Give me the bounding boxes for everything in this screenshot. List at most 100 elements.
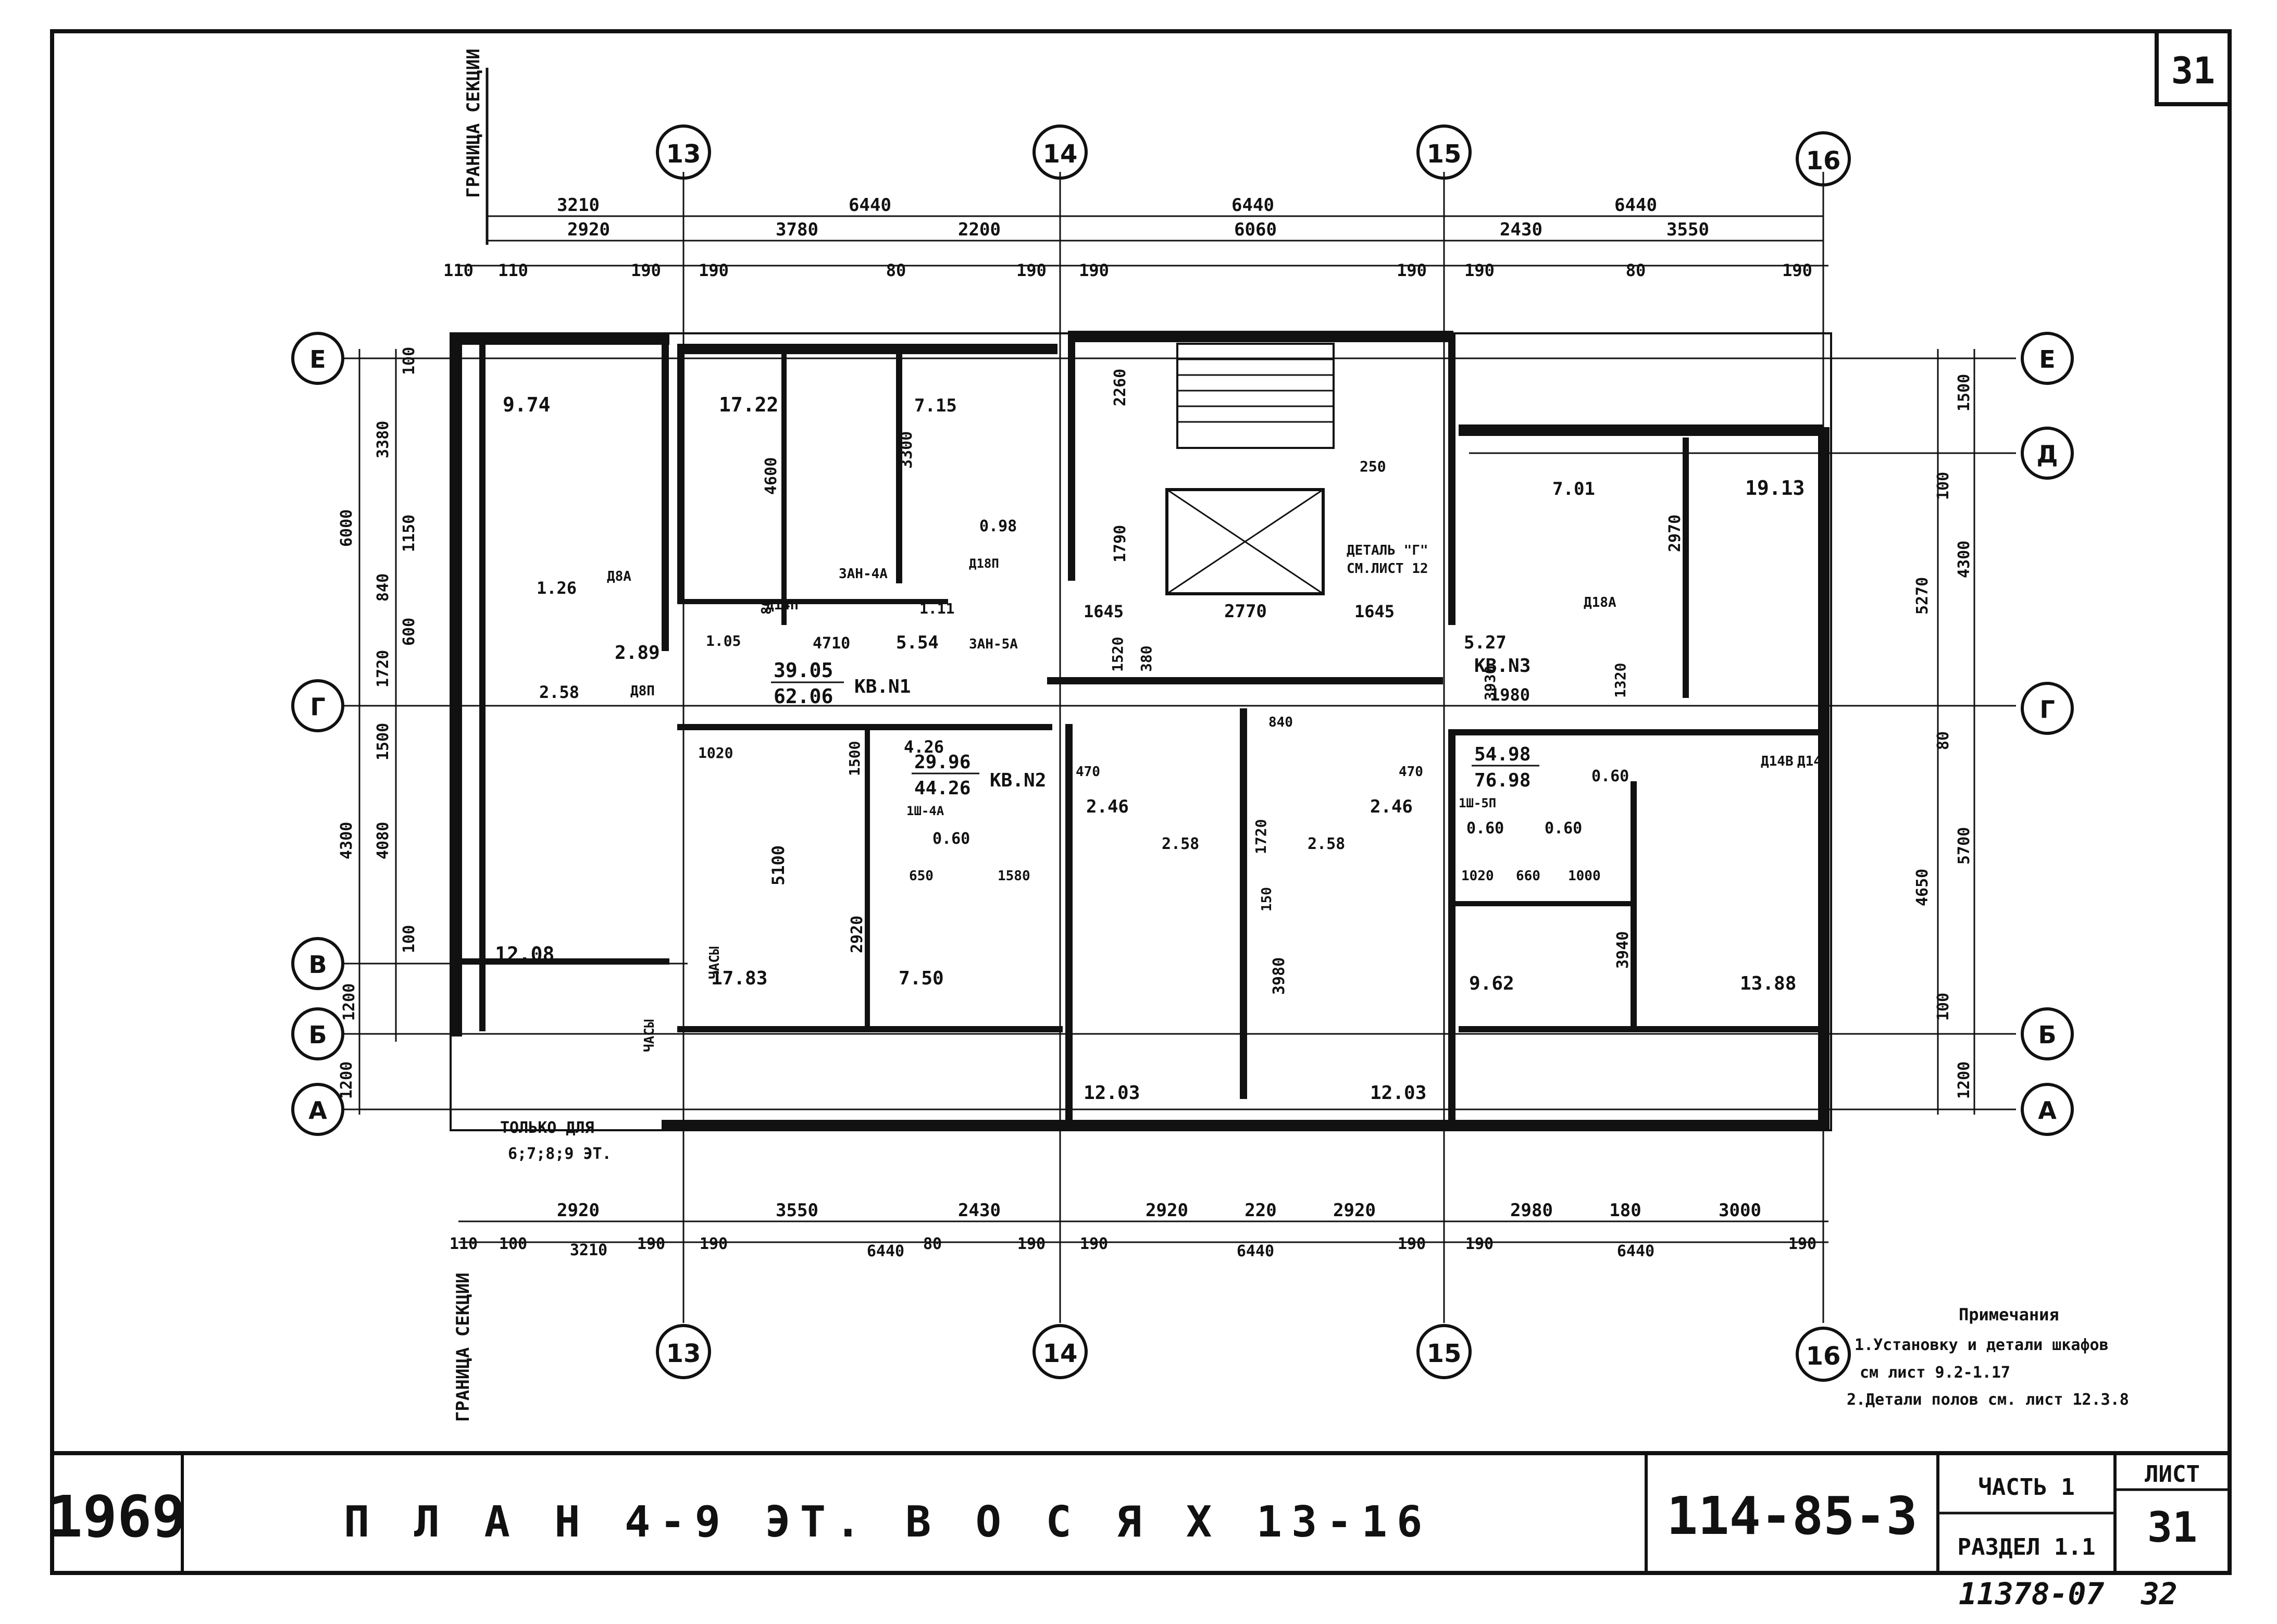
axis-E-left: Е <box>309 345 326 373</box>
svg-text:6000: 6000 <box>338 509 356 547</box>
notes-line-1: 1.Установку и детали шкафов <box>1855 1336 2109 1354</box>
svg-text:6440: 6440 <box>1237 1242 1274 1260</box>
svg-text:100: 100 <box>1934 472 1952 500</box>
axis-16-top: 16 <box>1806 146 1841 176</box>
svg-text:190: 190 <box>1080 1235 1108 1253</box>
apartment-total-area: 76.98 <box>1474 770 1531 791</box>
svg-text:250: 250 <box>1360 458 1386 475</box>
page-number: 32 <box>2141 1576 2178 1611</box>
svg-text:Д8А: Д8А <box>607 569 631 584</box>
svg-text:ТОЛЬКО ДЛЯ: ТОЛЬКО ДЛЯ <box>500 1119 594 1137</box>
svg-text:1500: 1500 <box>1955 374 1973 411</box>
corner-number: 31 <box>2171 49 2215 92</box>
svg-text:1Ш-4А: 1Ш-4А <box>906 804 944 818</box>
notes-block: Примечания 1.Установку и детали шкафов с… <box>1847 1305 2129 1409</box>
svg-text:2770: 2770 <box>1224 601 1267 622</box>
svg-text:220: 220 <box>1245 1200 1276 1221</box>
svg-text:80: 80 <box>1934 731 1952 750</box>
floor-restriction-note: ТОЛЬКО ДЛЯ 6;7;8;9 ЭТ. <box>500 1119 612 1163</box>
axis-bubbles-bottom: 13 14 15 16 <box>656 1324 1851 1382</box>
svg-text:100: 100 <box>400 925 418 953</box>
svg-text:470: 470 <box>1399 764 1423 780</box>
svg-text:1580: 1580 <box>998 868 1030 884</box>
room-area: 7.15 <box>914 395 957 416</box>
sheet-frame <box>50 29 2232 1575</box>
svg-text:80: 80 <box>1626 260 1646 280</box>
svg-text:1790: 1790 <box>1111 525 1129 563</box>
section-boundary-bottom: ГРАНИЦА СЕКЦИИ <box>453 1272 474 1422</box>
svg-text:3980: 3980 <box>1270 957 1288 995</box>
svg-text:1200: 1200 <box>338 1061 356 1099</box>
room-area: 7.01 <box>1552 479 1595 499</box>
svg-text:190: 190 <box>1465 1235 1494 1253</box>
svg-text:3300: 3300 <box>898 431 916 469</box>
room-area: 9.62 <box>1469 973 1514 994</box>
apartment-living-area: 29.96 <box>914 752 970 773</box>
svg-text:190: 190 <box>1016 260 1047 280</box>
room-area: 12.03 <box>1084 1082 1140 1104</box>
apartment-name: КВ.N2 <box>990 770 1046 791</box>
drawing-title: П Л А Н 4-9 ЭТ. В О С Я Х 13-16 <box>344 1497 1432 1547</box>
svg-text:2430: 2430 <box>958 1200 1001 1221</box>
room-area: 2.46 <box>1370 796 1413 817</box>
section-boundary-top: ГРАНИЦА СЕКЦИИ <box>463 48 484 198</box>
inventory-number: 11378-07 <box>1959 1576 2104 1611</box>
svg-text:ЗАН-4А: ЗАН-4А <box>839 566 888 582</box>
room-area: 2.89 <box>615 642 660 664</box>
left-dimension-chain: 100 3380 1150 840 600 1720 1500 4080 100… <box>338 347 418 1115</box>
axis-bubbles-top: 13 14 15 16 <box>656 124 1851 186</box>
axis-E-right: Е <box>2039 345 2055 373</box>
svg-text:1200: 1200 <box>340 983 358 1021</box>
svg-text:190: 190 <box>700 1235 728 1253</box>
right-dimension-chain: 1500 100 4300 5270 80 5700 4650 100 1200 <box>1913 349 1975 1115</box>
year-label: 1969 <box>48 1483 186 1550</box>
svg-text:190: 190 <box>1788 1235 1816 1253</box>
svg-text:2430: 2430 <box>1500 219 1542 240</box>
svg-text:1500: 1500 <box>846 741 863 776</box>
room-area: 7.50 <box>899 968 944 989</box>
notes-line-3: 2.Детали полов см. лист 12.3.8 <box>1847 1391 2129 1409</box>
building-walls <box>450 331 1832 1131</box>
corner-number-box <box>2155 29 2232 106</box>
part-label: ЧАСТЬ 1 <box>1978 1474 2074 1501</box>
svg-text:6;7;8;9 ЭТ.: 6;7;8;9 ЭТ. <box>508 1145 612 1163</box>
svg-text:2970: 2970 <box>1666 515 1684 552</box>
svg-text:3210: 3210 <box>570 1241 607 1259</box>
axis-A-left: А <box>308 1096 327 1125</box>
svg-text:1645: 1645 <box>1354 602 1395 621</box>
axis-bubbles-left: Е Г В Б А <box>291 332 344 1136</box>
stair-flights <box>1165 343 1335 595</box>
svg-text:СМ.ЛИСТ 12: СМ.ЛИСТ 12 <box>1347 561 1428 577</box>
svg-text:2920: 2920 <box>1333 1200 1376 1221</box>
svg-text:2980: 2980 <box>1510 1200 1553 1221</box>
svg-text:ДЕТАЛЬ "Г": ДЕТАЛЬ "Г" <box>1347 543 1428 558</box>
svg-text:80: 80 <box>923 1235 942 1253</box>
svg-text:Д14П: Д14П <box>766 597 799 613</box>
svg-text:2920: 2920 <box>848 916 866 953</box>
svg-text:1150: 1150 <box>400 515 418 552</box>
apartment-living-area: 54.98 <box>1474 744 1531 765</box>
svg-text:1020: 1020 <box>1461 868 1494 884</box>
svg-text:150: 150 <box>1259 887 1275 911</box>
axis-D-right: Д <box>2037 440 2058 468</box>
svg-text:3000: 3000 <box>1719 1200 1761 1221</box>
room-area: 12.08 <box>495 943 554 966</box>
svg-text:1020: 1020 <box>698 744 733 761</box>
axis-G-left: Г <box>310 693 325 721</box>
svg-text:80: 80 <box>886 260 906 280</box>
svg-text:380: 380 <box>1138 645 1155 672</box>
notes-heading: Примечания <box>1959 1305 2059 1325</box>
svg-text:5100: 5100 <box>768 845 788 885</box>
svg-text:6440: 6440 <box>849 195 891 216</box>
title-block: 1969 П Л А Н 4-9 ЭТ. В О С Я Х 13-16 114… <box>48 1451 2230 1611</box>
svg-text:6060: 6060 <box>1234 219 1277 240</box>
svg-text:1520: 1520 <box>1109 637 1126 672</box>
svg-text:4650: 4650 <box>1913 869 1932 906</box>
room-area: 13.88 <box>1740 973 1796 994</box>
room-area: 2.58 <box>1308 835 1345 853</box>
svg-text:3550: 3550 <box>1666 219 1709 240</box>
axis-G-right: Г <box>2039 695 2055 723</box>
svg-text:4080: 4080 <box>374 822 392 859</box>
svg-text:110: 110 <box>450 1235 478 1253</box>
apartment-total-area: 62.06 <box>774 685 833 708</box>
